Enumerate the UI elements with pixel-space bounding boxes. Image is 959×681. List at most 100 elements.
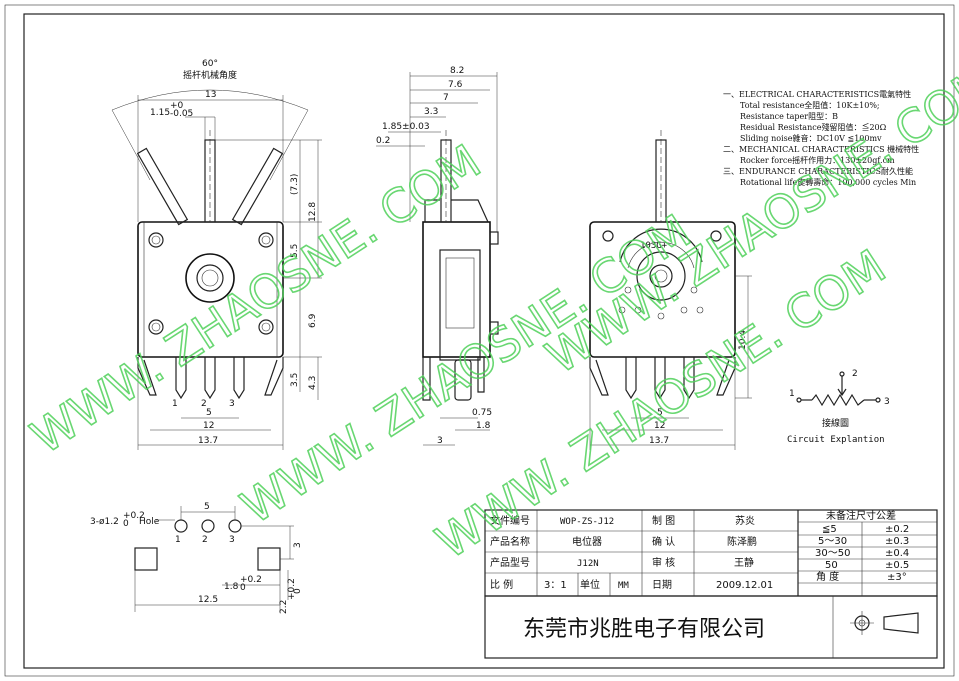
top-view: [111, 89, 322, 450]
tb-checked-by: 陈泽鹏: [727, 535, 757, 548]
side-dim-7-6: 7.6: [448, 80, 463, 90]
dim-6-9: 6.9: [308, 313, 318, 328]
tb-name: 电位器: [572, 535, 602, 548]
spec-rocker: Rocker force摇杆作用力：130±20gf.cm: [740, 155, 895, 165]
fp-pin-1: 1: [175, 535, 181, 545]
fp-dim-1-8-tol-lower: 0: [240, 583, 246, 593]
fp-dim-2-2-tol-upper: +0.2: [287, 578, 297, 600]
dim-5-5: 5.5: [290, 244, 300, 258]
tb-unit: MM: [618, 581, 629, 591]
dim-7-3: (7.3): [290, 174, 300, 195]
side-dim-1-8: 1.8: [476, 421, 491, 431]
side-dim-0-75: 0.75: [472, 408, 492, 418]
back-dim-10-4: 10.4: [738, 330, 748, 350]
fp-dim-1-8-tol-upper: +0.2: [240, 575, 262, 585]
tb-company: 东莞市兆胜电子有限公司: [523, 617, 765, 642]
back-dim-pin-span-12: 12: [654, 421, 665, 431]
side-dim-3-3: 3.3: [424, 107, 438, 117]
back-marking: 103G+: [640, 241, 668, 251]
fp-hole-tol-upper: +0.2: [123, 511, 145, 521]
fp-hole-suffix: Hole: [139, 517, 160, 527]
tb-scale: 3：1: [544, 580, 567, 591]
tb-checked-label: 确 认: [652, 535, 675, 548]
spec-noise: Sliding noise雜音：DC10V ≦100mv: [740, 133, 882, 143]
top-pin-2: 2: [201, 399, 207, 409]
side-dim-1-85: 1.85±0.03: [382, 122, 430, 132]
back-dim-pitch-5: 5: [657, 408, 663, 418]
spec-elec-title: 一、ELECTRICAL CHARACTERISTICS電氣特性: [723, 89, 911, 99]
fp-hole-tol-lower: 0: [123, 519, 129, 529]
tb-model: J12N: [577, 559, 599, 569]
spec-taper: Resistance taper阻型：B: [740, 112, 838, 121]
top-pin-3: 3: [229, 399, 235, 409]
fp-dim-pitch-5: 5: [204, 502, 210, 512]
top-pin-1: 1: [172, 399, 178, 409]
side-dim-7: 7: [443, 93, 449, 103]
dim-hole-tol-lower: -0.05: [170, 109, 193, 119]
tb-unit-label: 单位: [580, 578, 600, 591]
tb-approved-by: 王静: [734, 556, 754, 569]
dim-body-13-7: 13.7: [198, 436, 218, 446]
dim-width-13: 13: [205, 90, 216, 100]
fp-dim-1-8: 1.8: [224, 582, 239, 592]
title-block: [484, 509, 938, 659]
tb-drawn-label: 制 图: [652, 514, 675, 527]
tb-scale-label: 比 例: [490, 578, 513, 591]
spec-endu-title: 三、ENDURANCE CHARACTERISTICS耐久性能: [723, 166, 913, 176]
side-view: [376, 72, 499, 446]
tb-tol-value-0: ±0.2: [885, 524, 909, 535]
pcb-footprint: [134, 506, 294, 612]
dim-hole-tol-upper: +0: [170, 101, 184, 111]
tb-doc-no-label: 文件编号: [490, 514, 530, 527]
tb-tol-range-3: 50: [825, 560, 838, 571]
fp-pin-3: 3: [229, 535, 235, 545]
spec-life: Rotational life旋轉壽命：100,000 cycles Min: [740, 177, 916, 187]
circuit-pin-1: 1: [789, 389, 795, 399]
tb-tol-value-3: ±0.5: [885, 560, 909, 571]
tb-approved-label: 审 核: [652, 556, 675, 569]
angle-note: 摇杆机械角度: [183, 69, 237, 81]
dim-12-8: 12.8: [308, 202, 318, 222]
circuit-label-en: Circuit Explantion: [787, 435, 885, 445]
fp-pin-2: 2: [202, 535, 208, 545]
tb-date-label: 日期: [652, 579, 672, 591]
tb-tol-value-1: ±0.3: [885, 536, 909, 547]
tb-tol-range-1: 5～30: [818, 536, 847, 547]
tb-model-label: 产品型号: [490, 556, 530, 569]
side-dim-3: 3: [437, 436, 443, 446]
fp-dim-12-5: 12.5: [198, 595, 218, 605]
tb-drawn-by: 苏炎: [735, 514, 755, 527]
tb-date: 2009.12.01: [716, 580, 773, 591]
dim-hole-offset: 1.15: [150, 108, 170, 118]
circuit-diagram: [796, 371, 881, 407]
circuit-pin-2: 2: [852, 369, 858, 379]
tb-doc-no: WOP-ZS-J12: [560, 517, 614, 527]
fp-dim-3: 3: [293, 542, 303, 548]
outer-frame: [4, 4, 955, 677]
side-dim-8-2: 8.2: [450, 66, 464, 76]
dim-3-5: 3.5: [290, 373, 300, 387]
tb-tol-range-0: ≦5: [822, 524, 837, 535]
dim-4-3: 4.3: [308, 376, 318, 390]
back-dim-body-13-7: 13.7: [649, 436, 669, 446]
tb-angle-label: 角 度: [816, 570, 839, 583]
tb-tol-title: 未备注尺寸公差: [826, 509, 896, 522]
circuit-label-cn: 接線圖: [822, 417, 849, 429]
dim-pitch-5: 5: [206, 408, 212, 418]
spec-mech-title: 二、MECHANICAL CHARACTERISTICS 機械特性: [723, 144, 919, 154]
tb-angle-tol: ±3°: [887, 572, 907, 583]
fp-dim-2-2: 2.2: [279, 600, 289, 614]
fp-hole-note: 3-ø1.2: [90, 517, 119, 527]
spec-total-res: Total resistance全阻值：10K±10%;: [740, 100, 880, 110]
tb-tol-range-2: 30～50: [815, 548, 850, 559]
fp-dim-2-2-tol-lower: 0: [293, 588, 303, 594]
dim-pin-span-12: 12: [203, 421, 214, 431]
angle-label: 60°: [202, 59, 218, 69]
tb-name-label: 产品名称: [490, 535, 530, 548]
side-dim-0-2: 0.2: [376, 136, 390, 146]
back-view: [589, 130, 752, 450]
inner-frame: [23, 13, 945, 669]
circuit-pin-3: 3: [884, 397, 890, 407]
